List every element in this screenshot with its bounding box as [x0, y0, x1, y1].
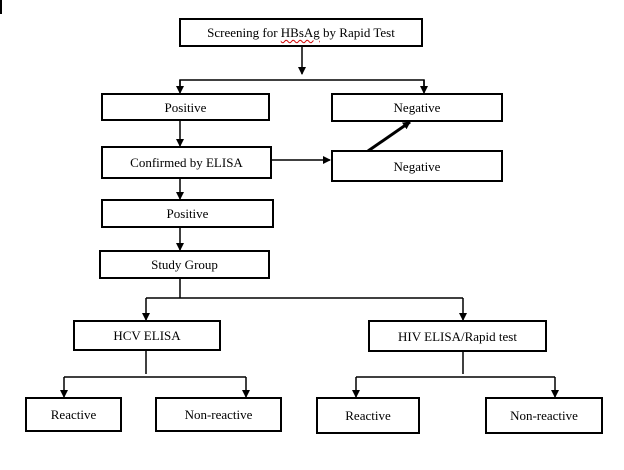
node-hiv-elisa: HIV ELISA/Rapid test: [368, 320, 547, 352]
node-screening-prefix: Screening for: [207, 25, 281, 40]
node-screening-highlight: HBsAg: [280, 25, 320, 40]
node-study-group: Study Group: [99, 250, 270, 279]
arrow-negative-to-negative: [367, 120, 411, 153]
node-hiv-non-reactive: Non-reactive: [485, 397, 603, 434]
node-hcv-non-reactive: Non-reactive: [155, 397, 282, 432]
node-confirmed: Confirmed by ELISA: [101, 146, 272, 179]
node-screening: Screening for HBsAg by Rapid Test: [179, 18, 423, 47]
corner-mark: [0, 0, 2, 14]
node-hiv-reactive: Reactive: [316, 397, 420, 434]
node-elisa-positive: Positive: [101, 199, 274, 228]
node-rapid-negative: Negative: [331, 93, 503, 122]
node-hcv-elisa: HCV ELISA: [73, 320, 221, 351]
node-elisa-negative: Negative: [331, 150, 503, 182]
node-screening-suffix: by Rapid Test: [319, 25, 395, 40]
node-rapid-positive: Positive: [101, 93, 270, 121]
node-hcv-reactive: Reactive: [25, 397, 122, 432]
connector-root-split: [179, 79, 425, 92]
